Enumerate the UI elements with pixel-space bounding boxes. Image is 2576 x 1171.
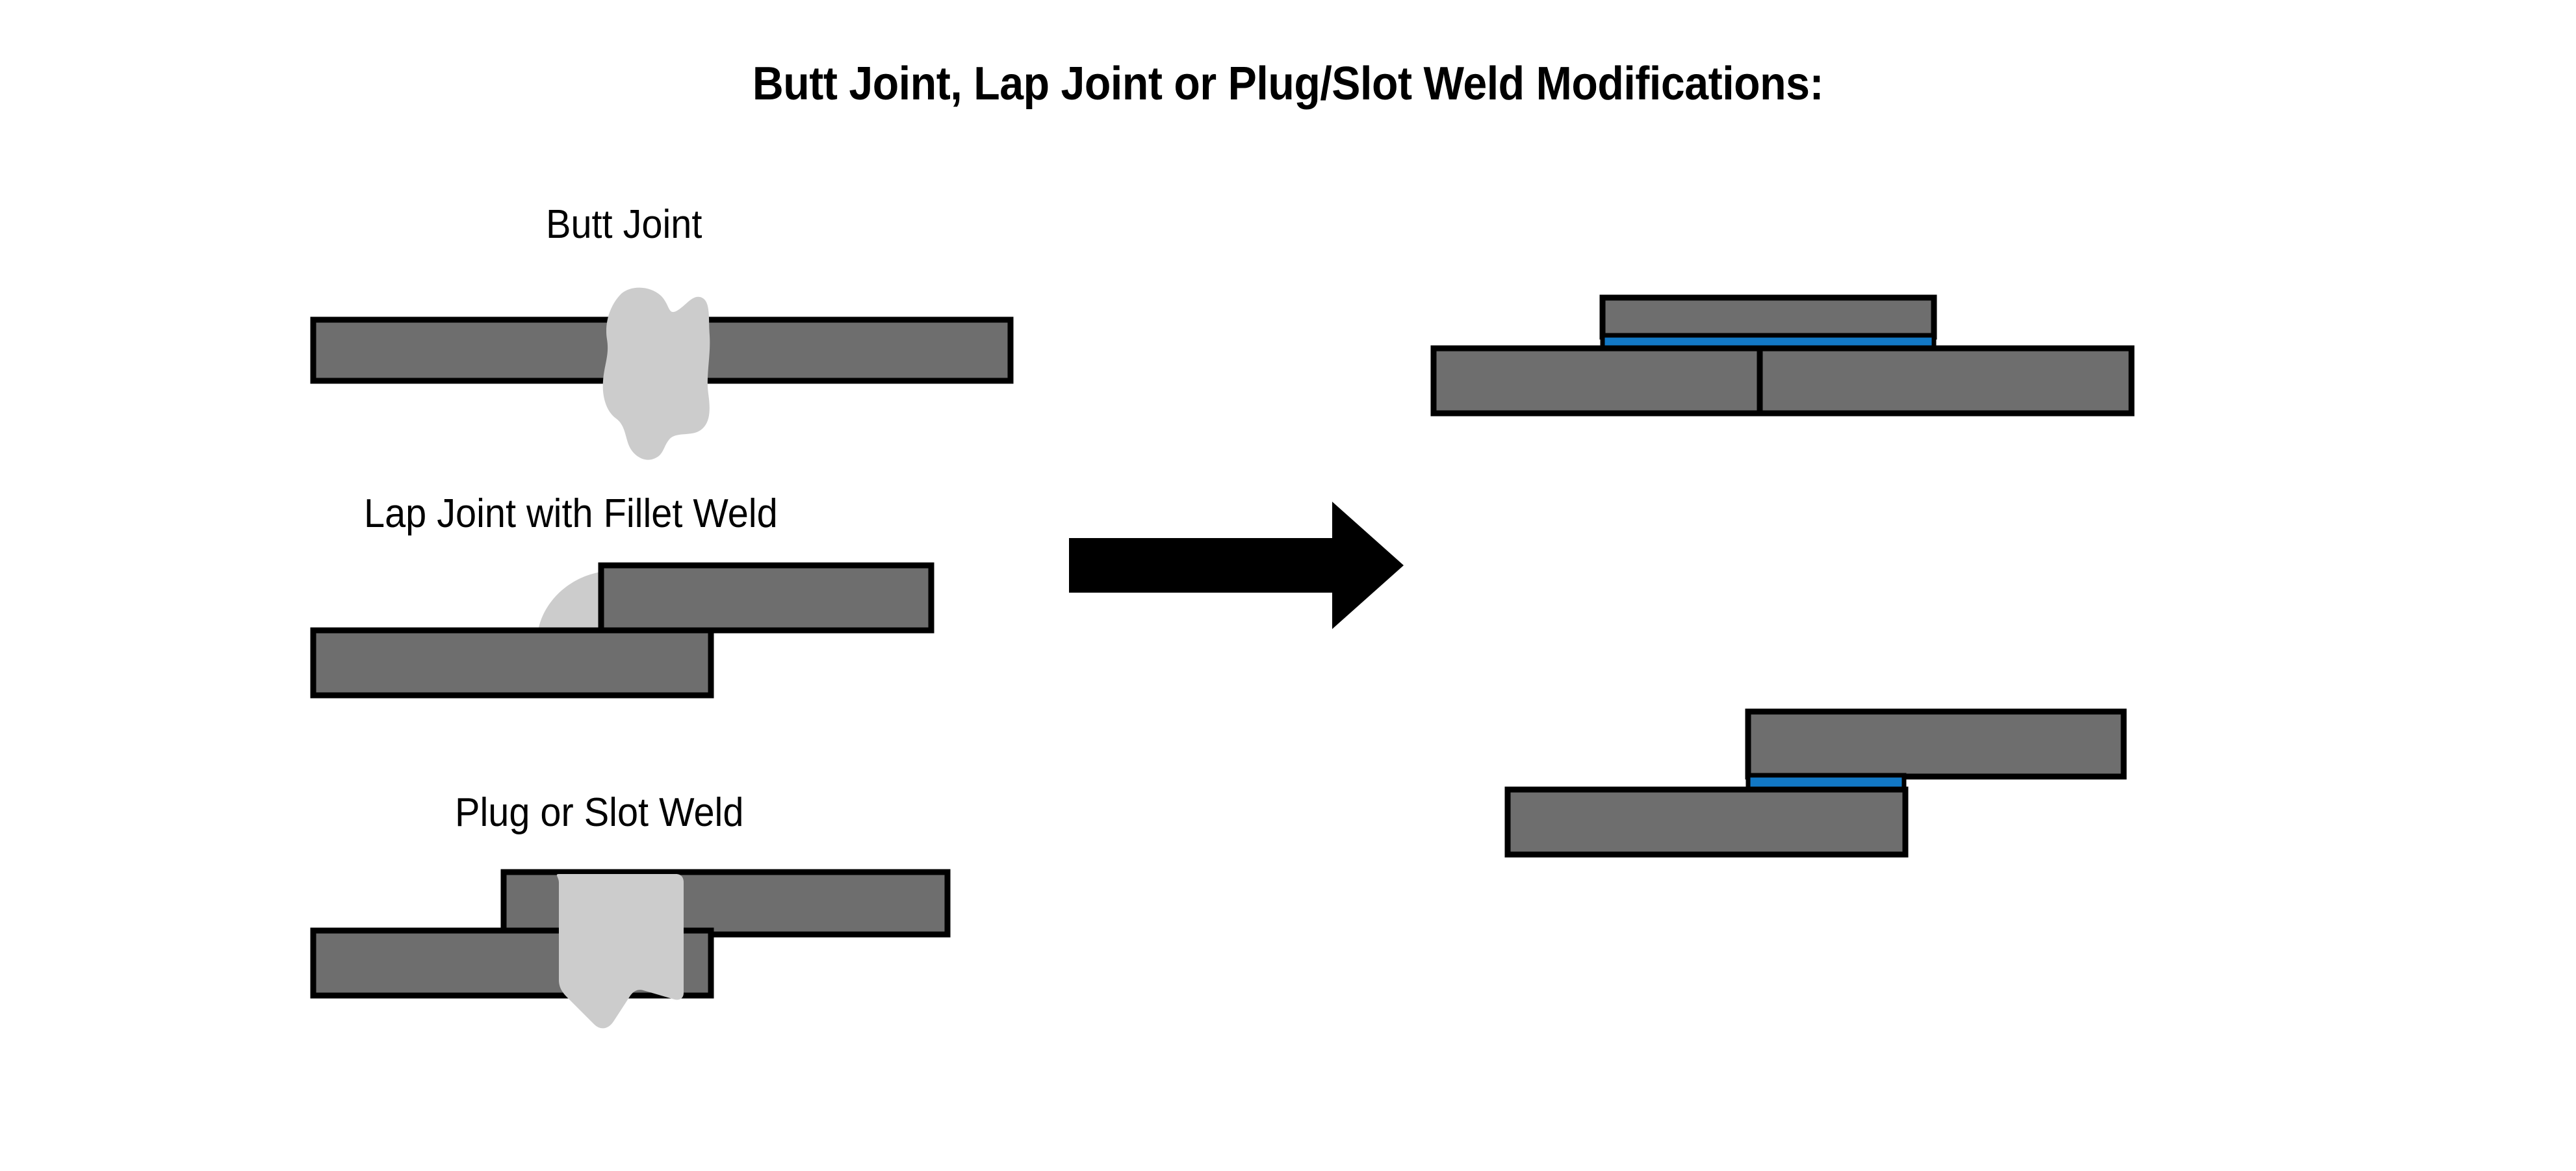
lap-joint-fillet-weld xyxy=(537,572,601,637)
figure-bonded-butt-joint xyxy=(1430,294,2135,417)
figure-bonded-lap-joint xyxy=(1504,708,2127,858)
bonded-lap-lower-plate xyxy=(1504,786,1909,858)
figure-lap-joint-fillet xyxy=(310,562,934,699)
label-butt-joint: Butt Joint xyxy=(546,202,702,247)
lap-joint-upper-plate xyxy=(598,562,934,634)
transition-arrow xyxy=(1069,502,1404,629)
figure-butt-joint xyxy=(310,287,1014,460)
bonded-butt-base-plate-left xyxy=(1430,345,1763,417)
label-lap-joint-with-fillet-weld: Lap Joint with Fillet Weld xyxy=(364,491,778,536)
bonded-butt-doubler-plate xyxy=(1599,294,1937,340)
page-title: Butt Joint, Lap Joint or Plug/Slot Weld … xyxy=(752,58,1824,110)
arrow-right-icon xyxy=(1069,502,1404,629)
label-plug-or-slot-weld: Plug or Slot Weld xyxy=(455,790,744,835)
figure-plug-slot-weld xyxy=(310,869,951,1029)
lap-joint-lower-plate xyxy=(310,627,714,699)
bonded-butt-base-plate-right xyxy=(1757,345,2135,417)
plug-weld-metal xyxy=(556,874,684,1029)
bonded-lap-upper-plate xyxy=(1745,708,2127,780)
butt-joint-weld-bead xyxy=(602,287,710,460)
